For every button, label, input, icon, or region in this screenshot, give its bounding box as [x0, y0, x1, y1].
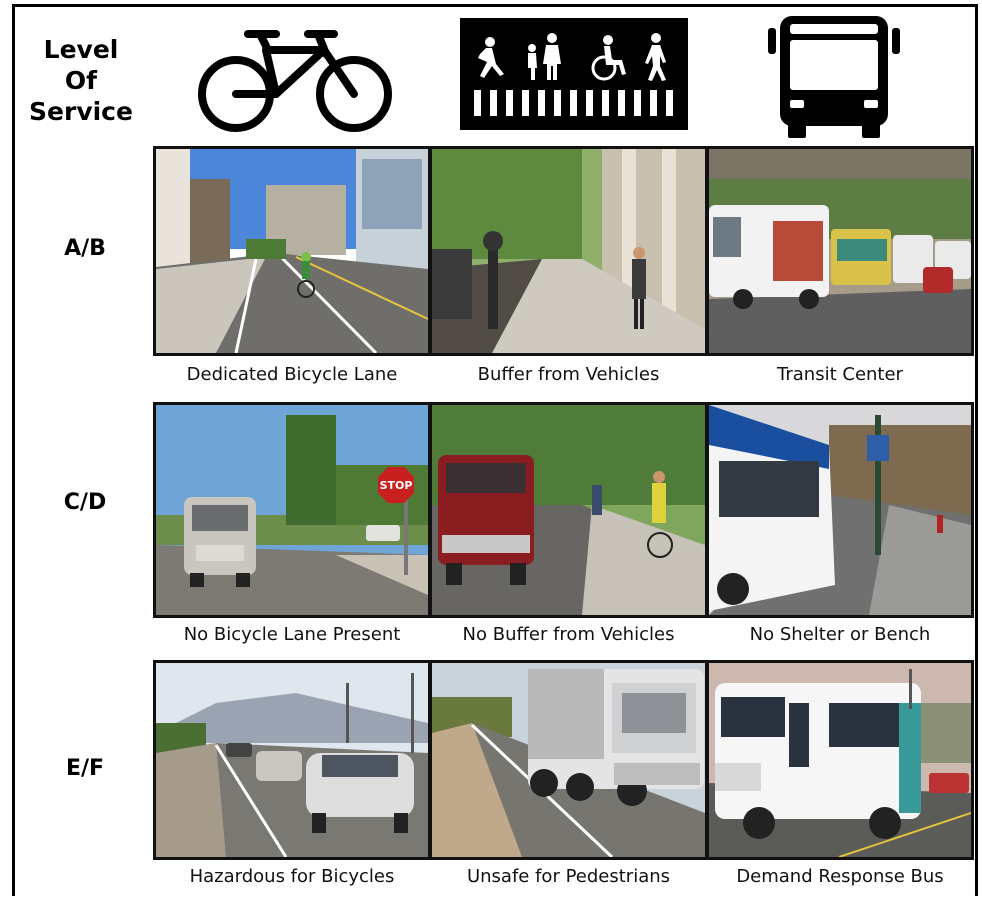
photo-dedicated-bicycle-lane: [153, 146, 431, 356]
row-label-ab: A/B: [64, 236, 106, 261]
row-label-cd: C/D: [63, 490, 107, 515]
caption-unsafe-for-pedestrians: Unsafe for Pedestrians: [466, 866, 671, 887]
caption-no-bicycle-lane-present: No Bicycle Lane Present: [183, 624, 401, 645]
heading-line-3: Service: [29, 97, 133, 126]
caption-no-buffer-from-vehicles: No Buffer from Vehicles: [462, 624, 675, 645]
photo-no-bicycle-lane-present: STOP: [153, 402, 431, 618]
heading-line-1: Level: [43, 35, 119, 64]
photo-hazardous-for-bicycles: [153, 660, 431, 860]
caption-transit-center: Transit Center: [777, 364, 903, 385]
photo-transit-center: [706, 146, 974, 356]
row-label-ef: E/F: [65, 756, 105, 781]
photo-buffer-from-vehicles: [429, 146, 708, 356]
caption-buffer-from-vehicles: Buffer from Vehicles: [477, 364, 660, 385]
photo-no-shelter-or-bench: [706, 402, 974, 618]
caption-dedicated-bicycle-lane: Dedicated Bicycle Lane: [186, 364, 398, 385]
photo-unsafe-for-pedestrians: [429, 660, 708, 860]
stop-sign-text: STOP: [380, 479, 413, 492]
caption-no-shelter-or-bench: No Shelter or Bench: [749, 624, 931, 645]
caption-hazardous-for-bicycles: Hazardous for Bicycles: [189, 866, 395, 887]
photo-no-buffer-from-vehicles: [429, 402, 708, 618]
pedestrian-crosswalk-icon: [460, 18, 688, 130]
caption-demand-response-bus: Demand Response Bus: [736, 866, 944, 887]
figure-frame: [12, 4, 978, 896]
level-of-service-heading: Level Of Service: [22, 34, 140, 127]
photo-demand-response-bus: [706, 660, 974, 860]
bus-icon: [768, 16, 900, 138]
heading-line-2: Of: [64, 66, 98, 95]
bicycle-icon: [198, 30, 392, 132]
